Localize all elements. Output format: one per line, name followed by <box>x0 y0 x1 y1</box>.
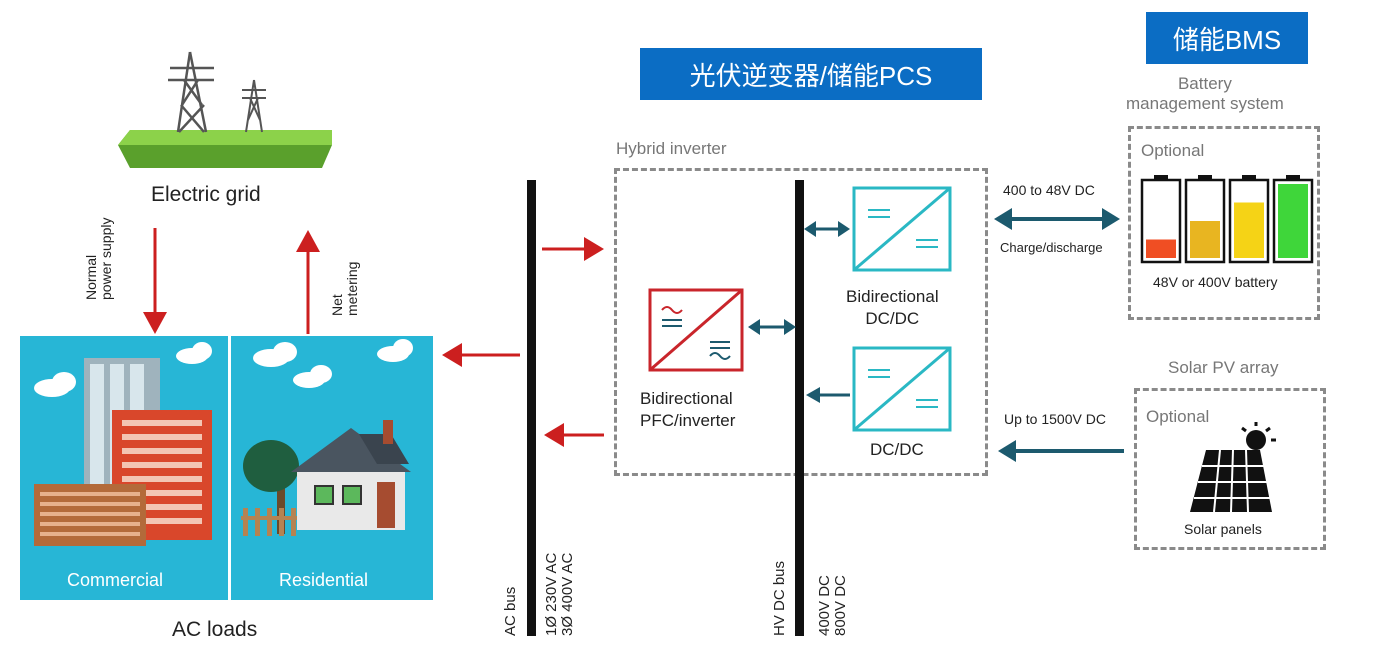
bidirectional-dcdc-block <box>852 186 952 272</box>
ac-bus-to-inverter-arrow <box>542 237 604 261</box>
pfc-to-dc-bus-arrow <box>748 319 796 335</box>
net-metering-arrow <box>296 230 320 334</box>
pfc-inverter-label: Bidirectional PFC/inverter <box>640 389 736 431</box>
dc-bus-to-bidi-dcdc-arrow <box>804 221 850 237</box>
battery-cell <box>1184 175 1226 264</box>
battery-link-voltage: 400 to 48V DC <box>1003 182 1095 198</box>
electric-grid-illustration <box>118 51 332 168</box>
ac-bus-to-loads-arrow-top <box>442 343 520 367</box>
solar-link-label: Up to 1500V DC <box>1004 411 1106 427</box>
hybrid-inverter-title: Hybrid inverter <box>616 139 727 158</box>
residential-label: Residential <box>279 570 369 590</box>
pcs-banner: 光伏逆变器/储能PCS <box>640 48 982 100</box>
normal-supply-arrow <box>143 228 167 334</box>
ac-loads-label: AC loads <box>172 618 258 641</box>
hv-dc-bus-spec: 400V DC 800V DC <box>816 575 849 636</box>
ac-bus-line <box>527 180 536 636</box>
battery-cell <box>1228 175 1270 264</box>
solar-panel-icon <box>1190 422 1276 513</box>
dcdc-block <box>852 346 952 432</box>
solar-box <box>1134 388 1326 550</box>
bms-optional: Optional <box>1141 141 1205 160</box>
solar-panels-label: Solar panels <box>1184 521 1262 537</box>
battery-link-arrow <box>994 208 1120 230</box>
commercial-buildings-illustration <box>34 342 212 546</box>
battery-cell <box>1272 175 1314 264</box>
battery-cell <box>1140 175 1182 264</box>
electric-grid-label: Electric grid <box>151 183 261 206</box>
battery-label: 48V or 400V battery <box>1153 274 1278 290</box>
battery-link-mode: Charge/discharge <box>1000 240 1103 255</box>
ac-bus-label: AC bus <box>502 586 519 636</box>
inverter-to-ac-bus-arrow <box>544 423 604 447</box>
residential-house-illustration <box>241 339 413 536</box>
solar-link-arrow <box>998 440 1124 462</box>
bms-box <box>1128 126 1320 320</box>
battery-stack <box>1140 175 1314 264</box>
bms-title: Battery management system <box>1126 74 1284 114</box>
net-metering-label: Net metering <box>329 261 360 316</box>
ac-bus-spec: 1Ø 230V AC 3Ø 400V AC <box>543 552 576 636</box>
dcdc-label: DC/DC <box>870 440 924 459</box>
hv-dc-bus-line <box>795 180 804 636</box>
commercial-label: Commercial <box>67 570 164 590</box>
solar-title: Solar PV array <box>1168 358 1279 377</box>
pfc-inverter-block <box>648 288 744 372</box>
normal-supply-label: Normal power supply <box>83 217 114 301</box>
bms-banner: 储能BMS <box>1146 12 1308 64</box>
bidirectional-dcdc-label: Bidirectional DC/DC <box>846 287 939 329</box>
solar-optional: Optional <box>1146 407 1210 426</box>
dcdc-to-dc-bus-arrow <box>806 387 850 403</box>
hv-dc-bus-label: HV DC bus <box>771 560 788 636</box>
